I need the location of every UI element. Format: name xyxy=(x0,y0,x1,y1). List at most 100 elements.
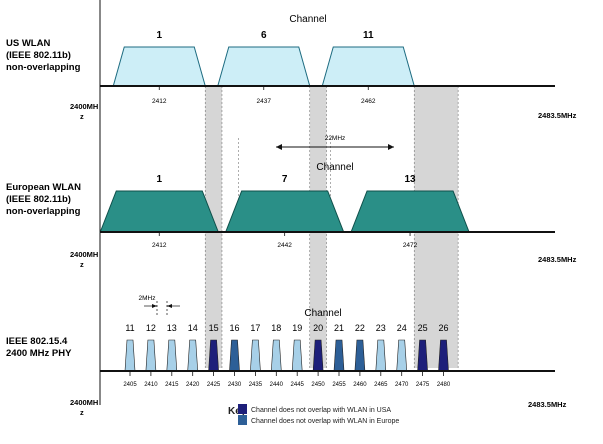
key-title: Key xyxy=(228,406,247,417)
zb-channel-16-label: 16 xyxy=(229,323,239,333)
width-label: 22MHz xyxy=(325,135,346,142)
us-freq-1: 2412 xyxy=(152,98,167,105)
zb-channel-17-label: 17 xyxy=(250,323,260,333)
eu-channel-1-label: 1 xyxy=(156,174,162,185)
us-label-line-1: US WLAN xyxy=(6,38,50,49)
zb-freq-19: 2445 xyxy=(291,382,305,388)
zb-channel-26-shape xyxy=(438,339,449,372)
zb-label-line-1: IEEE 802.15.4 xyxy=(6,336,68,347)
zb-channel-title: Channel xyxy=(304,308,341,319)
zb-freq-23: 2465 xyxy=(374,382,388,388)
row-eu-wlan: European WLAN (IEEE 802.11b) non-overlap… xyxy=(6,162,577,269)
zb-channel-23-shape xyxy=(375,339,387,372)
zb-freq-25: 2475 xyxy=(416,382,430,388)
eu-channel-13-label: 13 xyxy=(404,174,416,185)
eu-freq-1: 2412 xyxy=(152,242,167,249)
zb-freq-13: 2415 xyxy=(165,382,179,388)
key-eu-swatch xyxy=(238,415,247,425)
zb-channel-26-label: 26 xyxy=(438,323,448,333)
key-eu-text: Channel does not overlap with WLAN in Eu… xyxy=(251,418,399,425)
zb-channel-12-shape xyxy=(145,339,157,372)
zb-channel-17-shape xyxy=(250,339,261,372)
us-channel-6-shape xyxy=(217,46,311,87)
us-channel-11-shape xyxy=(321,46,415,87)
zb-channel-19-shape xyxy=(291,339,303,372)
zb-channel-13-label: 13 xyxy=(167,323,177,333)
zb-channel-18-shape xyxy=(270,339,282,372)
zb-channel-25-label: 25 xyxy=(418,323,428,333)
width-annotation: 22MHz xyxy=(276,135,394,150)
zb-channel-13-shape xyxy=(166,339,178,372)
eu-channel-1-shape xyxy=(99,190,219,233)
zb-label-line-2: 2400 MHz PHY xyxy=(6,348,72,359)
zb-freq-17: 2435 xyxy=(249,382,263,388)
eu-channel-title: Channel xyxy=(316,162,353,173)
zb-channel-18-label: 18 xyxy=(271,323,281,333)
zb-channel-12-label: 12 xyxy=(146,323,156,333)
zb-channel-22-shape xyxy=(354,339,366,372)
us-label-line-3: non-overlapping xyxy=(6,62,81,73)
us-start-label-2: z xyxy=(80,112,84,121)
spacing-annotation: 2MHz xyxy=(139,295,180,316)
eu-start-label-1: 2400MH xyxy=(70,250,98,259)
zb-channel-14-label: 14 xyxy=(188,323,198,333)
zb-freq-11: 2405 xyxy=(123,382,137,388)
eu-freq-2: 2442 xyxy=(277,242,292,249)
zb-freq-16: 2430 xyxy=(228,382,242,388)
eu-channel-7-label: 7 xyxy=(282,174,288,185)
legend: Key Channel does not overlap with WLAN i… xyxy=(228,404,399,425)
eu-label-line-2: (IEEE 802.11b) xyxy=(6,194,71,205)
row-us-wlan: US WLAN (IEEE 802.11b) non-overlapping C… xyxy=(6,14,577,121)
zb-channel-11-shape xyxy=(124,339,136,372)
zb-channel-16-shape xyxy=(229,339,240,372)
zb-channel-20-shape xyxy=(312,339,324,372)
zb-channel-21-label: 21 xyxy=(334,323,344,333)
zb-channel-19-label: 19 xyxy=(292,323,302,333)
eu-label-line-1: European WLAN xyxy=(6,182,81,193)
eu-start-label-2: z xyxy=(80,260,84,269)
zb-start-label-1: 2400MH xyxy=(70,398,98,407)
zb-freq-22: 2460 xyxy=(353,382,367,388)
zb-freq-26: 2480 xyxy=(437,382,451,388)
eu-freq-3: 2472 xyxy=(403,242,418,249)
non-overlap-columns xyxy=(205,86,459,368)
zb-channel-24-label: 24 xyxy=(397,323,407,333)
zb-channel-15-label: 15 xyxy=(209,323,219,333)
zb-freq-21: 2455 xyxy=(332,382,346,388)
zb-channel-25-shape xyxy=(417,339,428,372)
zb-freq-14: 2420 xyxy=(186,382,200,388)
zb-channel-22-label: 22 xyxy=(355,323,365,333)
zb-freq-18: 2440 xyxy=(270,382,284,388)
zb-start-label-2: z xyxy=(80,408,84,417)
us-freq-2: 2437 xyxy=(257,98,272,105)
zb-end-label: 2483.5MHz xyxy=(528,400,567,409)
zb-channel-23-label: 23 xyxy=(376,323,386,333)
us-label-line-2: (IEEE 802.11b) xyxy=(6,50,71,61)
us-channel-1-shape xyxy=(112,46,206,87)
row-zigbee: IEEE 802.15.4 2400 MHz PHY Channel 2MHz … xyxy=(6,295,567,417)
eu-label-line-3: non-overlapping xyxy=(6,206,81,217)
eu-channel-7-shape xyxy=(224,190,345,233)
zb-freq-15: 2425 xyxy=(207,382,221,388)
key-usa-swatch xyxy=(238,404,247,414)
us-freq-3: 2462 xyxy=(361,98,376,105)
us-start-label-1: 2400MH xyxy=(70,102,98,111)
zb-freq-12: 2410 xyxy=(144,382,158,388)
us-channel-11-label: 11 xyxy=(363,30,374,41)
zb-channel-14-shape xyxy=(187,339,199,372)
spacing-label: 2MHz xyxy=(139,295,156,302)
zb-channel-15-shape xyxy=(208,339,219,372)
zb-freq-20: 2450 xyxy=(311,382,325,388)
zb-channel-11-label: 11 xyxy=(125,323,134,333)
zb-freq-24: 2470 xyxy=(395,382,409,388)
us-end-label: 2483.5MHz xyxy=(538,111,577,120)
zb-channel-24-shape xyxy=(396,339,408,372)
us-channel-1-label: 1 xyxy=(156,30,162,41)
zb-channel-21-shape xyxy=(333,339,345,372)
eu-end-label: 2483.5MHz xyxy=(538,255,577,264)
us-channel-6-label: 6 xyxy=(261,30,267,41)
zb-channel-20-label: 20 xyxy=(313,323,323,333)
eu-channel-13-shape xyxy=(350,190,470,233)
us-channel-title: Channel xyxy=(289,14,326,25)
